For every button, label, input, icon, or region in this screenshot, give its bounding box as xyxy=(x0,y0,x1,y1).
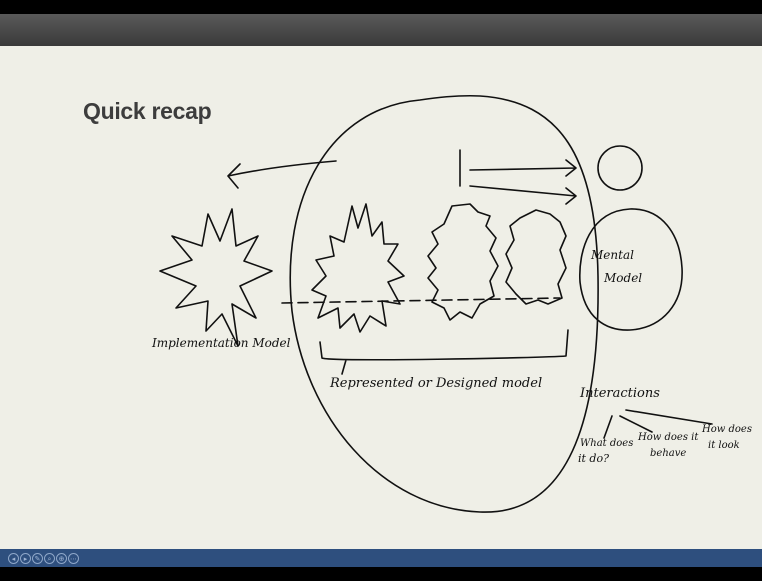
interactions-label: Interactions xyxy=(580,386,660,401)
question-look-line2: it look xyxy=(708,440,740,451)
player-control-bar: ◂ ▸ ✎ ⌕ ⊕ ⋯ xyxy=(0,549,762,567)
question-what-line1: What does xyxy=(580,438,634,449)
represented-bracket xyxy=(319,329,569,375)
question-behave-line2: behave xyxy=(650,448,687,459)
menu-icon[interactable]: ⋯ xyxy=(68,552,79,564)
mental-model-circle xyxy=(579,208,683,331)
designed-blob-2 xyxy=(505,209,567,305)
mental-model-label-line2: Model xyxy=(604,271,643,285)
designed-blob-1 xyxy=(427,203,499,321)
question-look-line1: How does xyxy=(702,424,752,435)
slide-canvas: Quick recap xyxy=(0,46,762,549)
arrow-to-mental-2 xyxy=(469,185,577,205)
represented-model-label: Represented or Designed model xyxy=(330,376,543,391)
arrow-to-implementation xyxy=(227,160,337,189)
slide-header-band xyxy=(0,14,762,46)
interactions-branch xyxy=(603,409,713,439)
question-behave-line1: How does it xyxy=(638,432,699,443)
mental-model-label-line1: Mental xyxy=(591,248,634,262)
whiteboard-sketch xyxy=(159,94,713,513)
implementation-model-label: Implementation Model xyxy=(152,336,291,350)
implementation-star xyxy=(159,208,273,347)
zoom-icon[interactable]: ⊕ xyxy=(56,552,67,564)
arrow-to-mental-1 xyxy=(459,149,577,187)
represented-model-circle xyxy=(289,94,599,513)
search-icon[interactable]: ⌕ xyxy=(44,552,55,564)
next-icon[interactable]: ▸ xyxy=(20,552,31,564)
bottom-letterbox xyxy=(0,567,762,581)
pen-icon[interactable]: ✎ xyxy=(32,552,43,564)
top-letterbox xyxy=(0,0,762,14)
previous-icon[interactable]: ◂ xyxy=(8,552,19,564)
small-circle xyxy=(597,145,643,191)
slide-title: Quick recap xyxy=(83,98,212,124)
dashed-axis xyxy=(281,297,561,304)
question-what-line2: it do? xyxy=(578,452,609,465)
designed-star xyxy=(311,203,405,333)
